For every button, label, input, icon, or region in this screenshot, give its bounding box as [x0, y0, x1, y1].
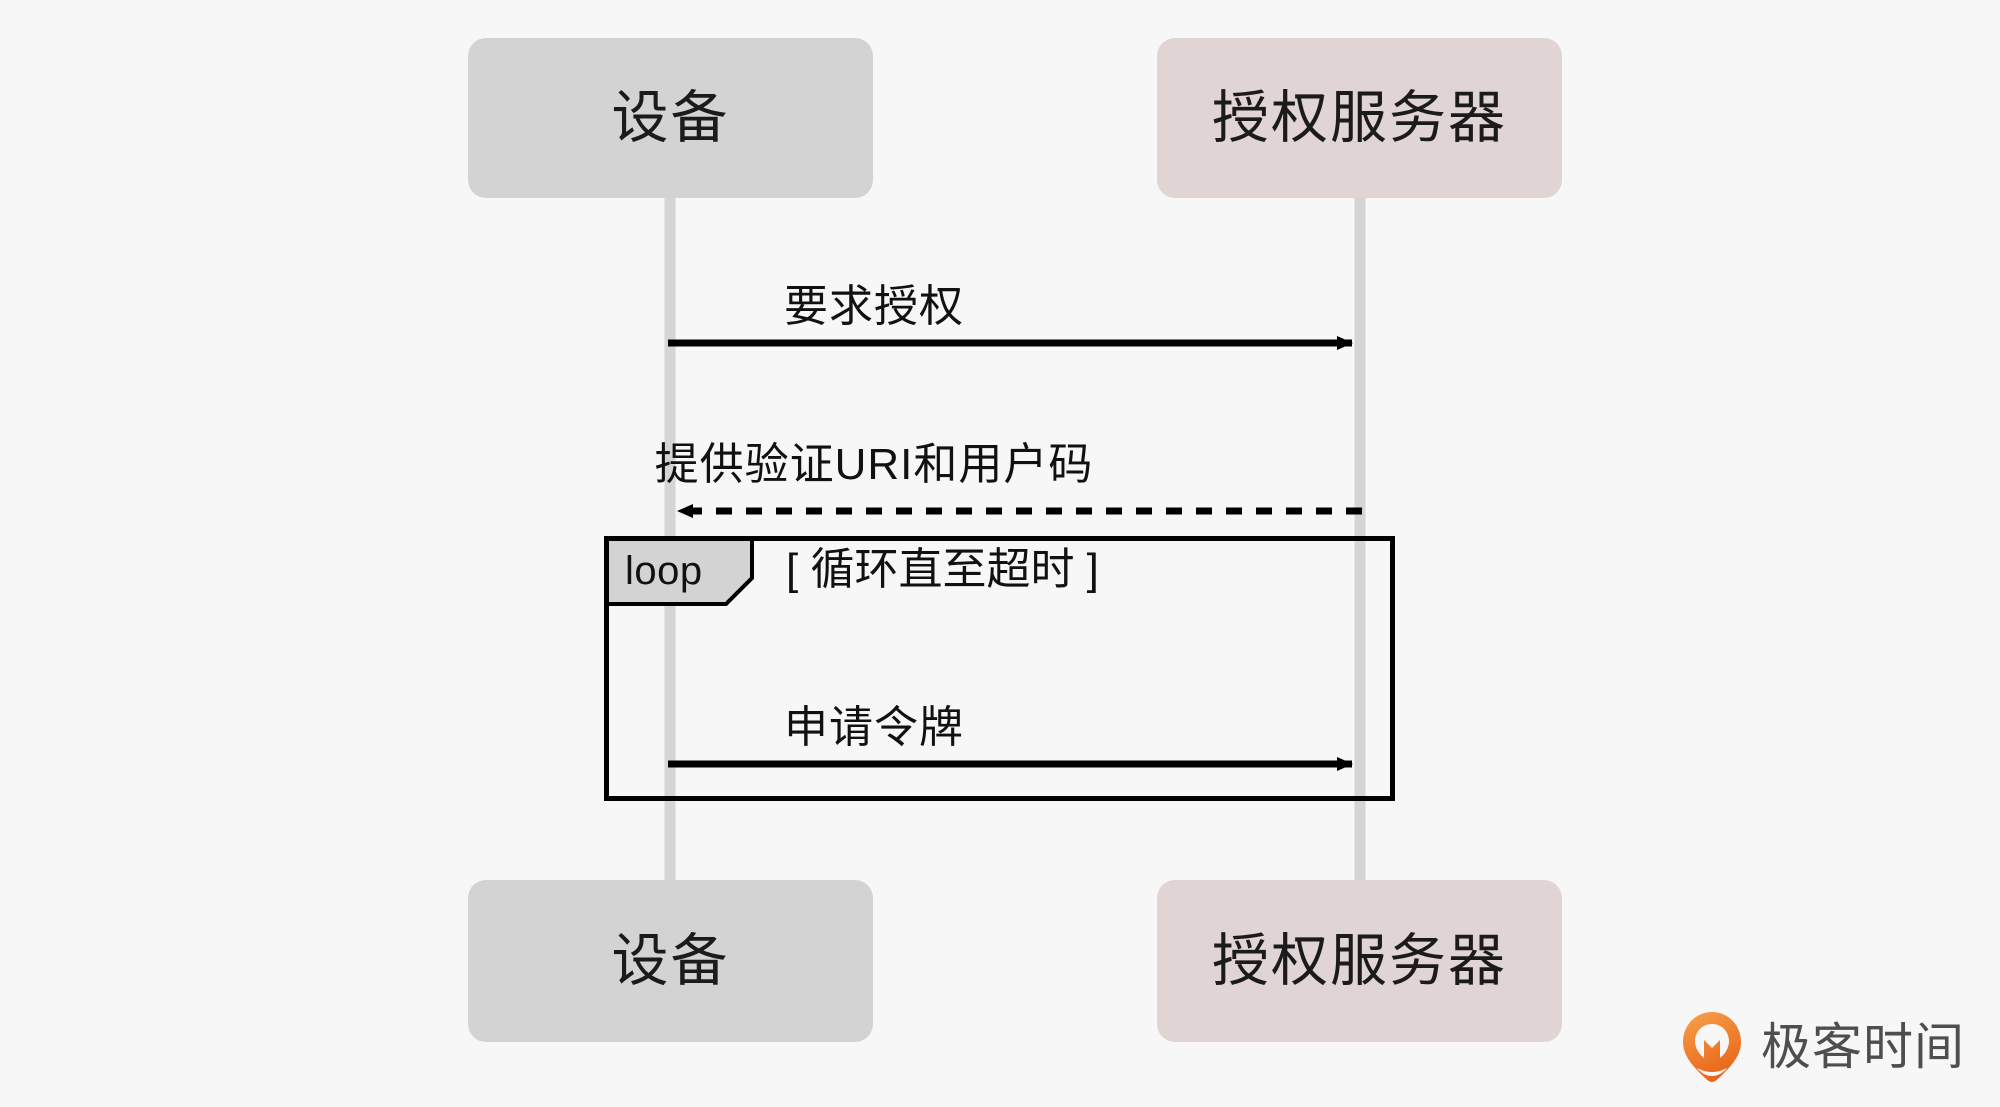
watermark-logo-text: 极客时间 — [1761, 1019, 1965, 1075]
loop-condition-label: [ 循环直至超时 ] — [786, 545, 1099, 594]
participant-box-device-top[interactable]: 设备 — [468, 38, 873, 198]
participant-label-auth-server-top: 授权服务器 — [1212, 85, 1507, 150]
message-label-2: 申请令牌 — [784, 703, 964, 752]
loop-tag-label: loop — [625, 549, 703, 593]
participant-label-device-top: 设备 — [611, 85, 730, 150]
loop-fragment — [604, 536, 1395, 801]
loop-tag-shape — [605, 537, 754, 606]
participant-label-auth-server-bottom: 授权服务器 — [1212, 928, 1507, 993]
participant-box-device-bottom[interactable]: 设备 — [468, 880, 873, 1042]
message-label-0: 要求授权 — [784, 282, 964, 331]
participant-box-auth-server-bottom[interactable]: 授权服务器 — [1157, 880, 1562, 1042]
participant-label-device-bottom: 设备 — [611, 928, 730, 993]
participant-box-auth-server-top[interactable]: 授权服务器 — [1157, 38, 1562, 198]
watermark-logo: 极客时间 — [1677, 1008, 1969, 1086]
message-label-1: 提供验证URI和用户码 — [654, 440, 1094, 489]
geektime-logo-icon — [1683, 1012, 1741, 1082]
